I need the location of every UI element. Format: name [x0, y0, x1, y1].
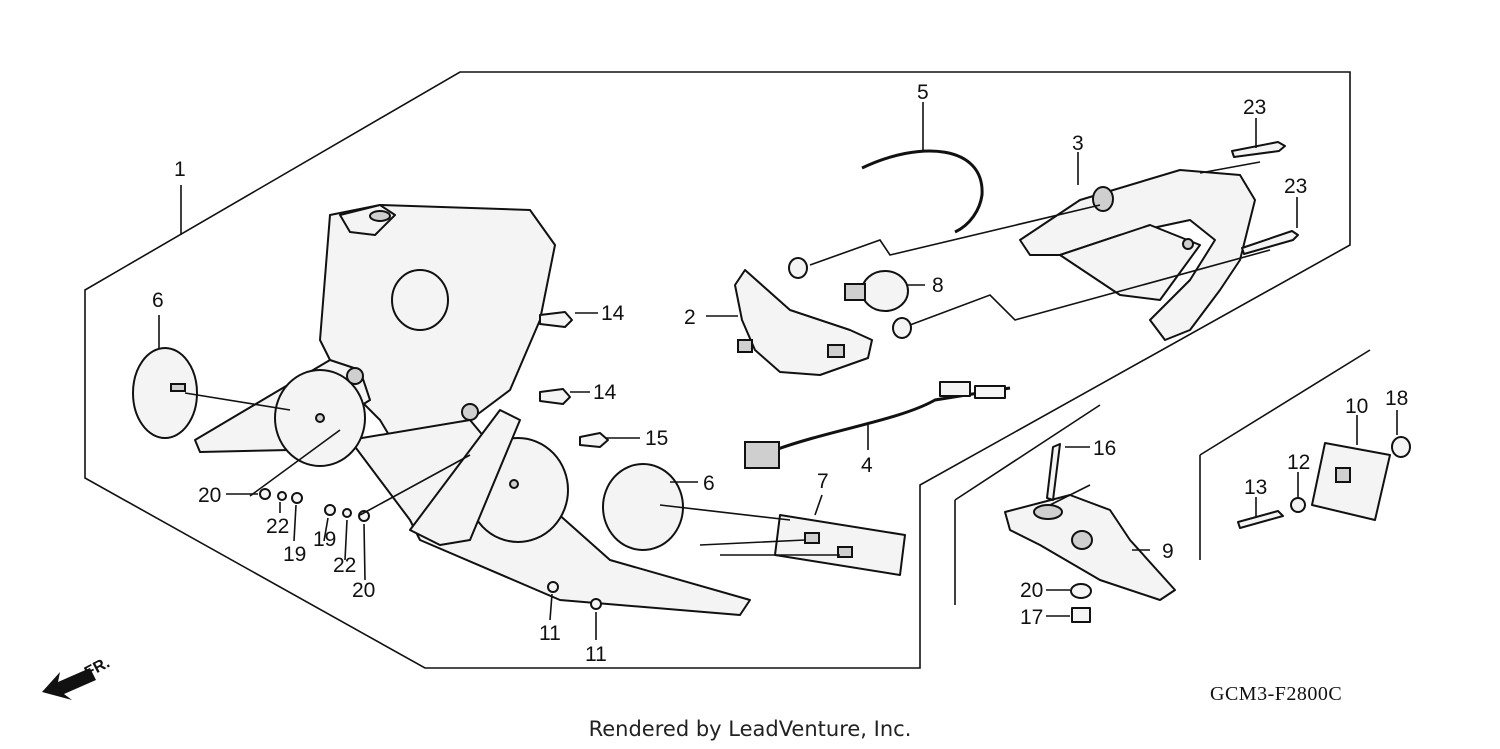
callout-6-right: 6	[703, 472, 715, 495]
callout-11-upper: 11	[539, 622, 561, 645]
callout-3: 3	[1072, 132, 1084, 155]
bulb-socket	[734, 257, 912, 376]
fastener-set-right	[324, 504, 370, 522]
reflector-group-outline	[1199, 349, 1371, 560]
callout-6-left: 6	[152, 289, 164, 312]
callout-20-left: 20	[198, 484, 221, 507]
callout-23-lower: 23	[1284, 175, 1307, 198]
license-light-lens	[774, 514, 906, 576]
nut-18	[1391, 436, 1411, 458]
callout-8: 8	[932, 274, 944, 297]
callout-9: 9	[1162, 540, 1174, 563]
callout-19-right: 19	[313, 528, 336, 551]
front-direction-arrow-icon	[42, 668, 96, 700]
callout-23-upper: 23	[1243, 96, 1266, 119]
assembly-lines	[184, 161, 1271, 556]
washer-12	[1290, 497, 1306, 513]
callout-5: 5	[917, 81, 929, 104]
callout-19-left: 19	[283, 543, 306, 566]
callout-20-center: 20	[352, 579, 375, 602]
reflector	[1311, 442, 1391, 521]
callout-2: 2	[684, 306, 696, 329]
bolt-23-upper	[1231, 141, 1286, 158]
leader-lines	[158, 102, 1398, 640]
fastener-set-left	[259, 488, 303, 504]
tail-light-housing	[194, 204, 751, 616]
wire-sub-harness	[744, 381, 1011, 469]
callout-18: 18	[1385, 387, 1408, 410]
callout-12: 12	[1287, 451, 1310, 474]
callout-7: 7	[817, 470, 829, 493]
callout-10: 10	[1345, 395, 1368, 418]
callout-20-right: 20	[1020, 579, 1043, 602]
main-group-outline	[84, 71, 1351, 669]
callout-22-right: 22	[333, 554, 356, 577]
bracket	[1019, 169, 1256, 341]
clip-11-upper	[547, 581, 559, 593]
callout-1: 1	[174, 158, 186, 181]
wire-harness	[861, 149, 984, 234]
callout-13: 13	[1244, 476, 1267, 499]
bulb	[844, 270, 909, 312]
callout-14-upper: 14	[601, 302, 625, 325]
bolt-15	[579, 432, 609, 448]
callout-11-lower: 11	[585, 643, 607, 666]
diagram-code: GCM3-F2800C	[1210, 683, 1343, 705]
callout-22-left: 22	[266, 515, 289, 538]
callout-15: 15	[645, 427, 668, 450]
lens-left	[132, 347, 198, 439]
bolt-14-lower	[539, 388, 571, 405]
bolt-14-upper	[539, 311, 573, 328]
credit-footer: Rendered by LeadVenture, Inc.	[588, 717, 912, 741]
callout-14-lower: 14	[593, 381, 617, 404]
callout-17: 17	[1020, 606, 1043, 629]
clip-11-lower	[590, 598, 602, 610]
washer-20	[1070, 583, 1092, 599]
callout-4: 4	[861, 454, 873, 477]
nut-17	[1071, 607, 1091, 623]
tail-light-cover	[1004, 494, 1176, 601]
callout-16: 16	[1093, 437, 1116, 460]
bolt-13	[1237, 510, 1284, 529]
bolt-23-lower	[1241, 230, 1299, 255]
screw-16	[1046, 443, 1061, 501]
tail-light-group-outline	[954, 404, 1101, 605]
